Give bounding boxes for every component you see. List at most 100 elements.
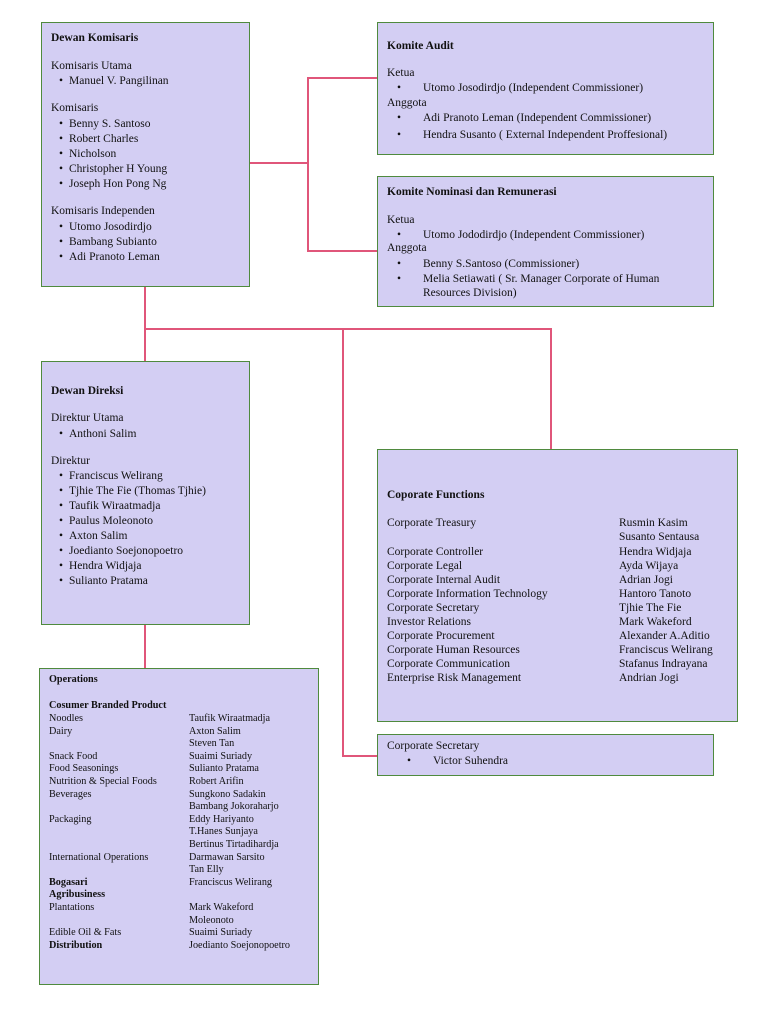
corporate-secretary-name: Victor Suhendra <box>407 754 508 768</box>
list-item: Hendra Widjaja <box>59 559 142 573</box>
list-item: Franciscus Welirang <box>59 469 163 483</box>
operation-unit: Distribution <box>49 939 103 951</box>
operation-head: Taufik Wiraatmadja <box>189 713 271 724</box>
operation-head: Bambang Jokoraharjo <box>189 801 279 813</box>
function-name: Hantoro Tanoto <box>619 588 692 600</box>
operation-unit: Food Seasonings <box>49 763 119 775</box>
list-item: Joseph Hon Pong Ng <box>59 177 166 191</box>
connector-komisaris-down <box>144 286 146 361</box>
function-name: Adrian Jogi <box>619 574 673 586</box>
direktur-label: Direktur <box>51 455 90 467</box>
operations-title: Operations <box>49 674 98 685</box>
operations-group-title: Cosumer Branded Product <box>49 700 167 711</box>
operation-head: T.Hanes Sunjaya <box>189 826 258 838</box>
operation-head: Tan Elly <box>189 864 224 876</box>
dewan-komisaris-box: Dewan Komisaris Komisaris Utama Manuel V… <box>41 22 250 287</box>
operation-head: Mark Wakeford <box>189 902 254 913</box>
operation-unit: Edible Oil & Fats <box>49 927 122 939</box>
komite-nominasi-title: Komite Nominasi dan Remunerasi <box>387 186 557 198</box>
function-name: Rusmin Kasim <box>619 517 688 529</box>
function-name: Ayda Wijaya <box>619 560 679 572</box>
function-name: Hendra Widjaja <box>619 546 692 558</box>
operation-unit: International Operations <box>49 851 149 863</box>
list-item: Adi Pranoto Leman <box>59 250 160 264</box>
list-item: Robert Charles <box>59 132 138 146</box>
list-item: Utomo Josodirdjo (Independent Commission… <box>397 81 643 95</box>
function-name: Susanto Sentausa <box>619 531 700 543</box>
operation-head: Sungkono Sadakin <box>189 788 266 800</box>
operation-unit: Noodles <box>49 713 83 724</box>
corporate-secretary-title: Corporate Secretary <box>387 740 480 752</box>
corporate-functions-box: Coporate Functions Corporate Treasury Ru… <box>377 449 738 722</box>
connector-direksi-to-operations <box>144 624 146 669</box>
function-label: Corporate Legal <box>387 560 463 572</box>
function-label: Corporate Communication <box>387 658 510 670</box>
operations-box: Operations Cosumer Branded Product Noodl… <box>39 668 319 985</box>
function-label: Corporate Human Resources <box>387 644 520 656</box>
list-item: Axton Salim <box>59 529 128 543</box>
function-name: Andrian Jogi <box>619 672 679 684</box>
function-label: Corporate Internal Audit <box>387 574 501 586</box>
list-item: Tjhie The Fie (Thomas Tjhie) <box>59 484 206 498</box>
operation-head: Franciscus Welirang <box>189 876 273 888</box>
komite-audit-title: Komite Audit <box>387 40 454 52</box>
list-item: Sulianto Pratama <box>59 574 148 588</box>
operation-unit: Beverages <box>49 788 92 800</box>
dewan-direksi-box: Dewan Direksi Direktur Utama Anthoni Sal… <box>41 361 250 625</box>
function-name: Tjhie The Fie <box>619 602 682 614</box>
operation-unit: Nutrition & Special Foods <box>49 776 157 787</box>
list-item: Paulus Moleonoto <box>59 514 153 528</box>
komite-audit-box: Komite Audit Ketua Utomo Josodirdjo (Ind… <box>377 22 714 155</box>
list-item: Manuel V. Pangilinan <box>59 74 169 88</box>
connector-to-corporate-functions <box>550 328 552 450</box>
list-item: Taufik Wiraatmadja <box>59 499 161 513</box>
operation-head: Moleonoto <box>189 914 234 926</box>
corporate-secretary-box: Corporate Secretary Victor Suhendra <box>377 734 714 776</box>
list-item-continuation: Resources Division) <box>423 287 517 299</box>
function-label: Corporate Treasury <box>387 517 477 529</box>
operation-head: Eddy Hariyanto <box>189 813 254 825</box>
operation-unit: Agribusiness <box>49 889 106 901</box>
connector-to-komite-audit <box>307 77 377 79</box>
dewan-direksi-title: Dewan Direksi <box>51 385 124 397</box>
function-name: Franciscus Welirang <box>619 644 713 656</box>
list-item: Utomo Jododirdjo (Independent Commission… <box>397 228 644 242</box>
komisaris-label: Komisaris <box>51 102 99 114</box>
list-item: Bambang Subianto <box>59 235 157 249</box>
list-item: Melia Setiawati ( Sr. Manager Corporate … <box>397 272 659 286</box>
function-name: Stafanus Indrayana <box>619 658 708 670</box>
function-label: Corporate Procurement <box>387 630 495 642</box>
list-item: Anthoni Salim <box>59 427 136 441</box>
function-label: Investor Relations <box>387 616 471 628</box>
operation-head: Robert Arifin <box>189 776 244 787</box>
list-item: Christopher H Young <box>59 162 167 176</box>
list-item: Benny S.Santoso (Commissioner) <box>397 257 579 271</box>
komisaris-utama-label: Komisaris Utama <box>51 60 132 72</box>
operation-head: Darmawan Sarsito <box>189 851 265 863</box>
connector-komisaris-to-committees <box>250 162 308 164</box>
function-label: Corporate Controller <box>387 546 484 558</box>
operation-head: Steven Tan <box>189 738 235 750</box>
operation-head: Suaimi Suriady <box>189 927 253 939</box>
operation-head: Bertinus Tirtadihardja <box>189 839 279 850</box>
operation-unit: Dairy <box>49 725 73 737</box>
function-label: Corporate Information Technology <box>387 588 548 600</box>
operation-unit: Packaging <box>49 813 92 825</box>
operation-unit: Plantations <box>49 902 95 913</box>
ketua-label: Ketua <box>387 67 415 79</box>
list-item: Adi Pranoto Leman (Independent Commissio… <box>397 111 651 125</box>
list-item: Benny S. Santoso <box>59 117 151 131</box>
operation-head: Suaimi Suriady <box>189 750 253 762</box>
connector-to-corporate-secretary-vertical <box>342 328 344 756</box>
function-name: Mark Wakeford <box>619 616 692 628</box>
corporate-functions-title: Coporate Functions <box>387 489 485 501</box>
dewan-komisaris-title: Dewan Komisaris <box>51 32 139 44</box>
operation-head: Sulianto Pratama <box>189 763 259 775</box>
function-label: Corporate Secretary <box>387 602 480 614</box>
komisaris-independen-label: Komisaris Independen <box>51 205 155 217</box>
operation-unit: Bogasari <box>49 876 88 888</box>
komite-nominasi-box: Komite Nominasi dan Remunerasi Ketua Uto… <box>377 176 714 307</box>
operation-unit: Snack Food <box>49 750 98 762</box>
function-label: Enterprise Risk Management <box>387 672 522 684</box>
list-item: Utomo Josodirdjo <box>59 220 152 234</box>
